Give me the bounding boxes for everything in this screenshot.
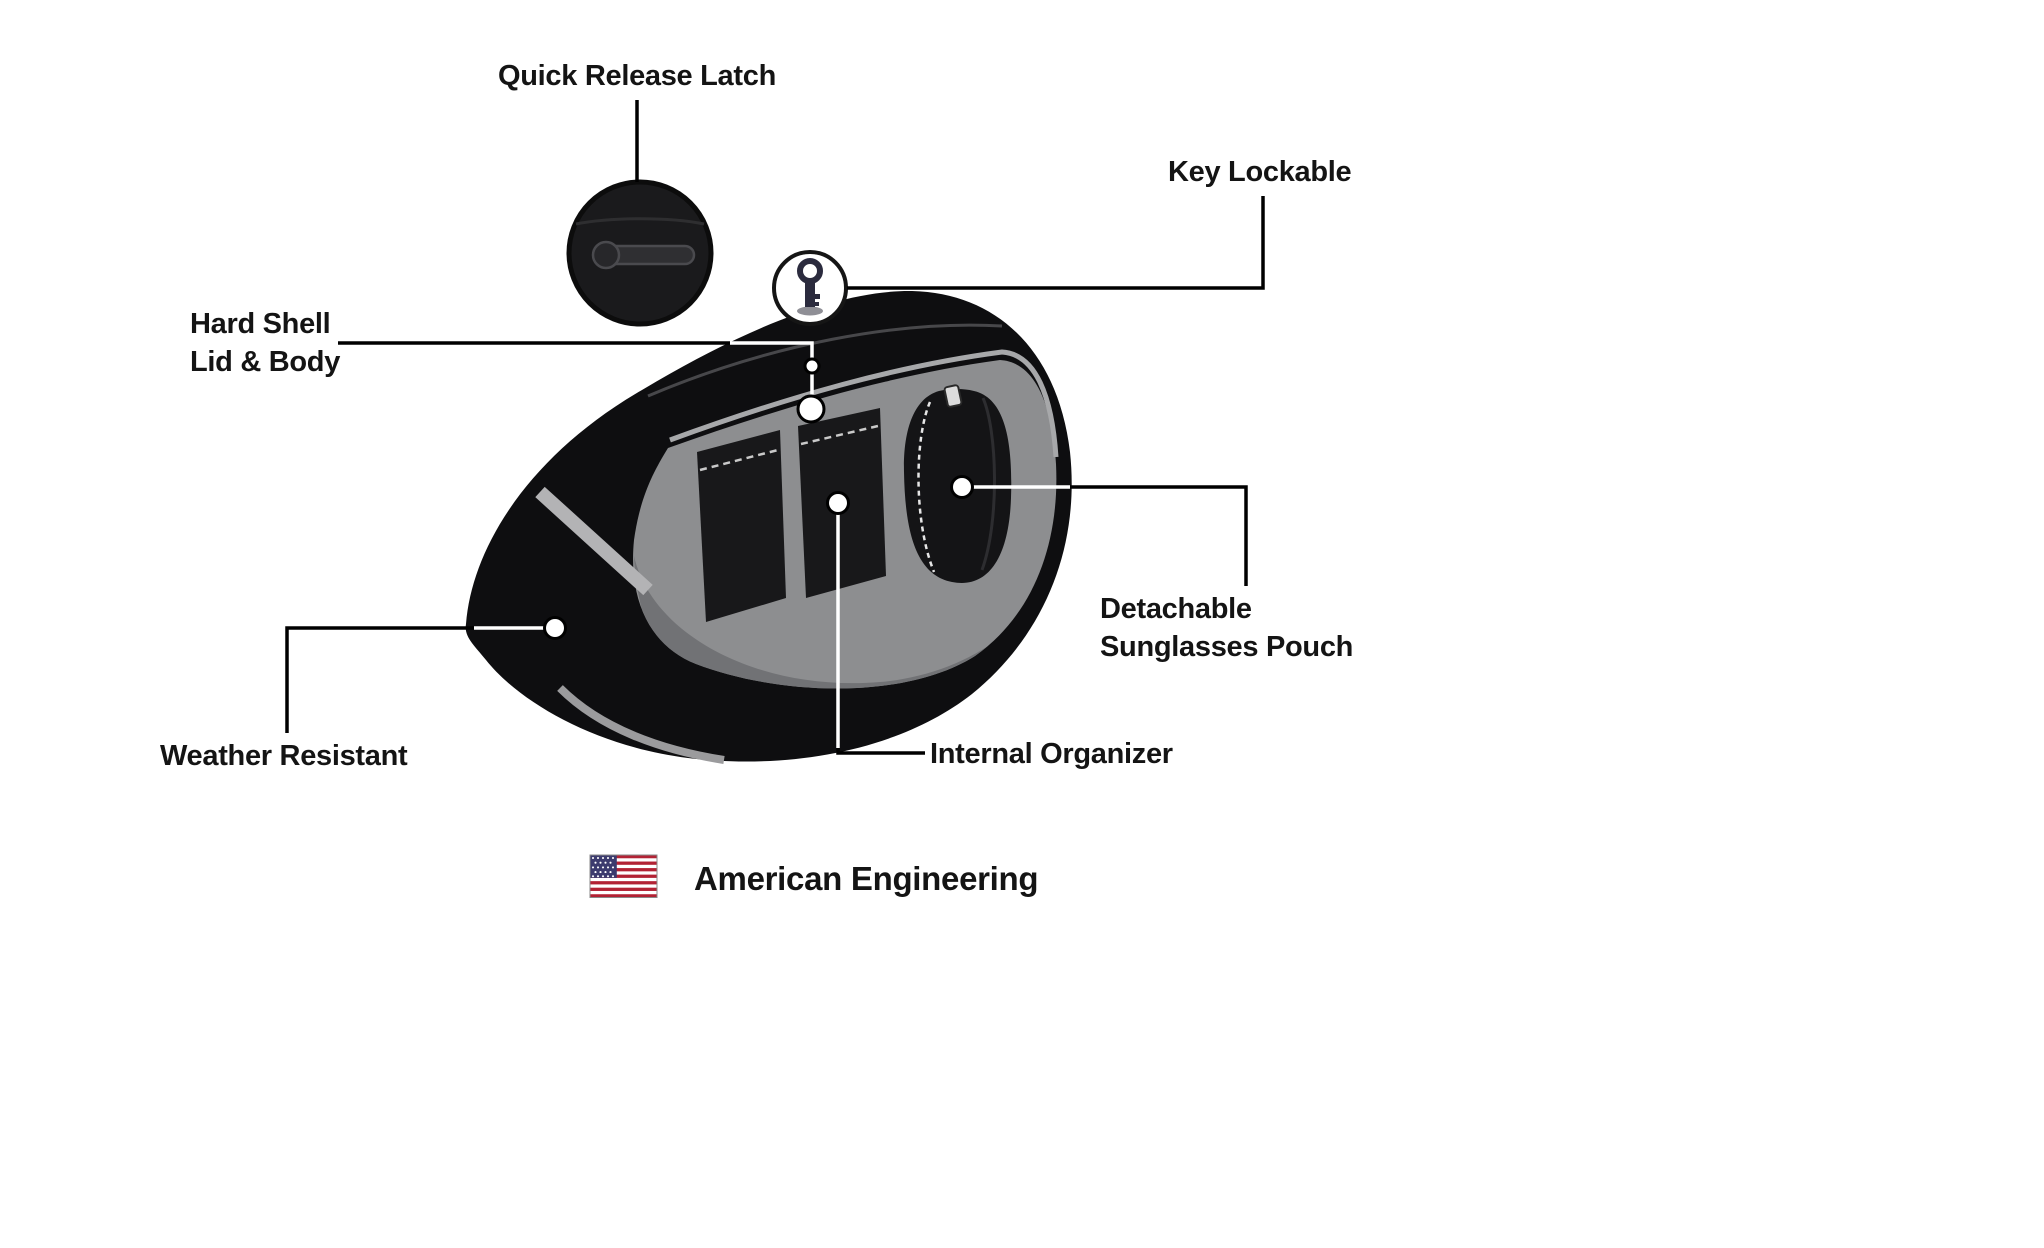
hard-shell-line-over-bag [730,341,814,396]
hard-shell-label-line2: Lid & Body [190,345,341,378]
detachable-label-line1: Detachable [1100,593,1252,625]
american-engineering-label: American Engineering [694,860,1039,897]
latch-boss [591,240,621,270]
key-lock-base [797,306,823,316]
detachable-sunglasses-pouch-label: Detachable Sunglasses Pouch [1100,591,1353,666]
flag-border [589,854,658,898]
flag-stripes [590,855,657,898]
pocket-stitch-line [800,424,879,446]
hard-shell-label: Hard Shell Lid & Body [190,306,340,381]
flag-stars [591,856,615,878]
pocket-stitch-line [699,448,779,472]
key-lockable-label: Key Lockable [1168,156,1352,188]
weather-resistant-label: Weather Resistant [160,740,408,772]
key-lockable-line [847,196,1265,290]
us-flag-icon [589,854,658,898]
lid-lip-highlight [669,349,1059,458]
callout-lines-over-bag [474,341,1070,748]
bottom-edge-highlight [557,685,725,764]
internal-organizer-dot [826,491,850,515]
interior-shadow [634,556,1046,689]
key-shaft [805,279,815,307]
latch-seam-line [575,217,705,226]
weather-resistant-dot [543,616,567,640]
key-tooth [814,302,819,306]
detachable-label-line2: Sunglasses Pouch [1100,630,1354,663]
lid-edge-highlight [535,486,653,596]
internal-organizer-line [836,748,925,755]
lid-seam [647,323,1003,398]
hard-shell-label-line1: Hard Shell [190,308,331,340]
weather-resistant-line [285,626,474,733]
hard-shell-dot [796,394,826,424]
saddlebag-body [465,290,1072,764]
organizer-pocket [697,430,786,622]
hard-shell-dot-small [803,357,821,375]
internal-organizer-label: Internal Organizer [930,738,1173,770]
zipper-pull-icon [943,384,963,408]
key-icon [772,250,848,326]
quick-release-latch-label: Quick Release Latch [498,60,776,92]
callout-dots [543,357,974,640]
key-tooth [814,294,820,299]
pouch-edge-highlight [980,397,996,571]
callout-lines [285,100,1265,755]
sunglasses-pouch-dot [950,475,974,499]
quick-release-latch-detail-icon [566,179,714,327]
sunglasses-pouch-line [1070,485,1248,586]
